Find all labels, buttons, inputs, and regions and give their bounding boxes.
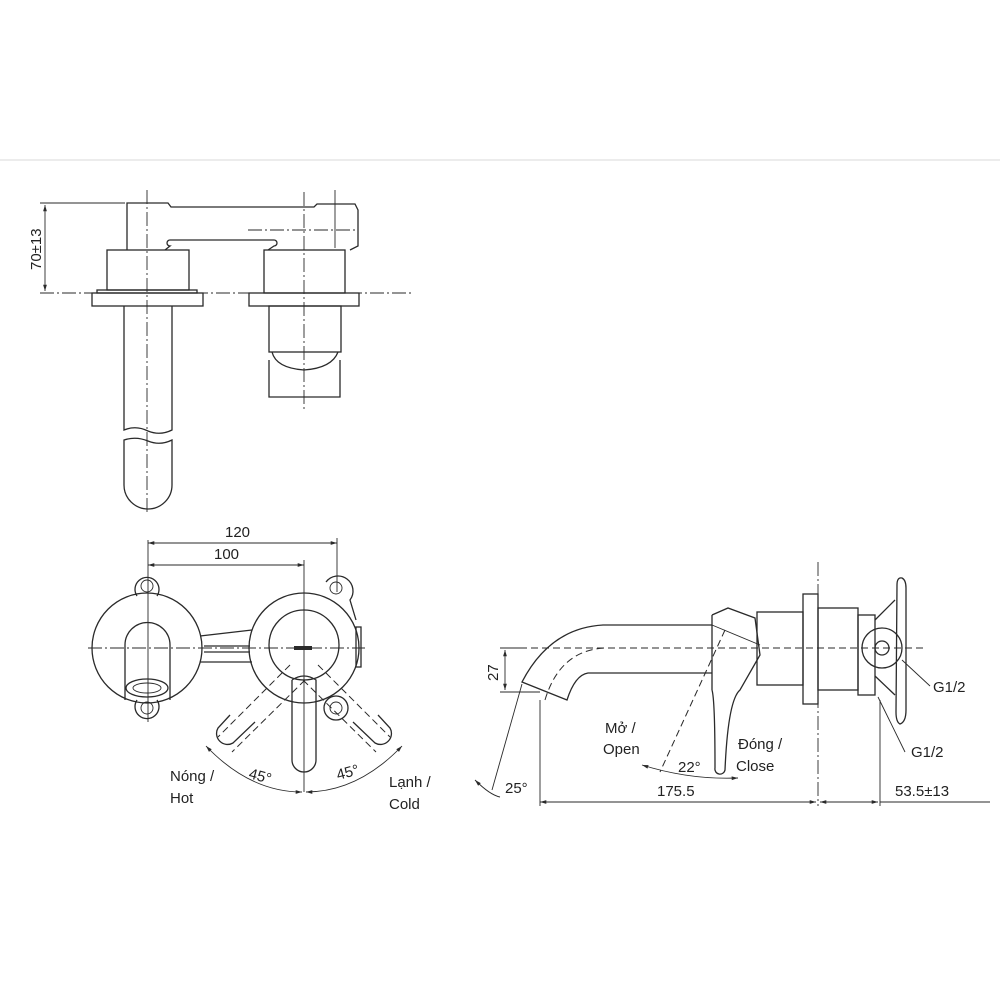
angle-arc-right — [305, 745, 403, 794]
thread-label-1: G1/2 — [933, 679, 966, 696]
open-label-line2: Open — [603, 741, 640, 758]
front-view: 70±13 — [28, 190, 412, 515]
cold-label-line1: Lạnh / — [389, 774, 432, 791]
mounting-lug — [134, 575, 357, 721]
hot-label-line1: Nóng / — [170, 768, 215, 785]
lever-angle-label: 22° — [678, 759, 701, 776]
hot-label-line2: Hot — [170, 790, 194, 807]
spout-stem — [123, 306, 173, 434]
angle-left-label: 45° — [247, 765, 273, 787]
thread-label-2: G1/2 — [911, 744, 944, 761]
cold-label-line2: Cold — [389, 796, 420, 813]
lever-angle-arc — [641, 764, 739, 781]
dim-inner-label: 100 — [214, 546, 239, 563]
open-label-line1: Mở / — [605, 720, 636, 737]
depth-label: 53.5±13 — [895, 783, 949, 800]
close-label-line1: Đóng / — [738, 736, 783, 753]
spout-height-label: 27 — [485, 664, 502, 681]
spout-angle-label: 25° — [505, 780, 528, 797]
handle-outline — [126, 202, 359, 251]
side-view: 27 25° 175.5 53.5±13 22° Mở / Open Đóng … — [474, 562, 990, 806]
dim-outer-label: 120 — [225, 524, 250, 541]
height-dim-label: 70±13 — [28, 228, 45, 270]
length-label: 175.5 — [657, 783, 695, 800]
angle-arc-left — [205, 745, 303, 794]
plan-view: 120 100 45° 45° Nóng / Hot Lạnh / — [88, 524, 432, 813]
spout — [521, 624, 712, 701]
close-label-line2: Close — [736, 758, 774, 775]
angle-right-label: 45° — [335, 762, 361, 784]
